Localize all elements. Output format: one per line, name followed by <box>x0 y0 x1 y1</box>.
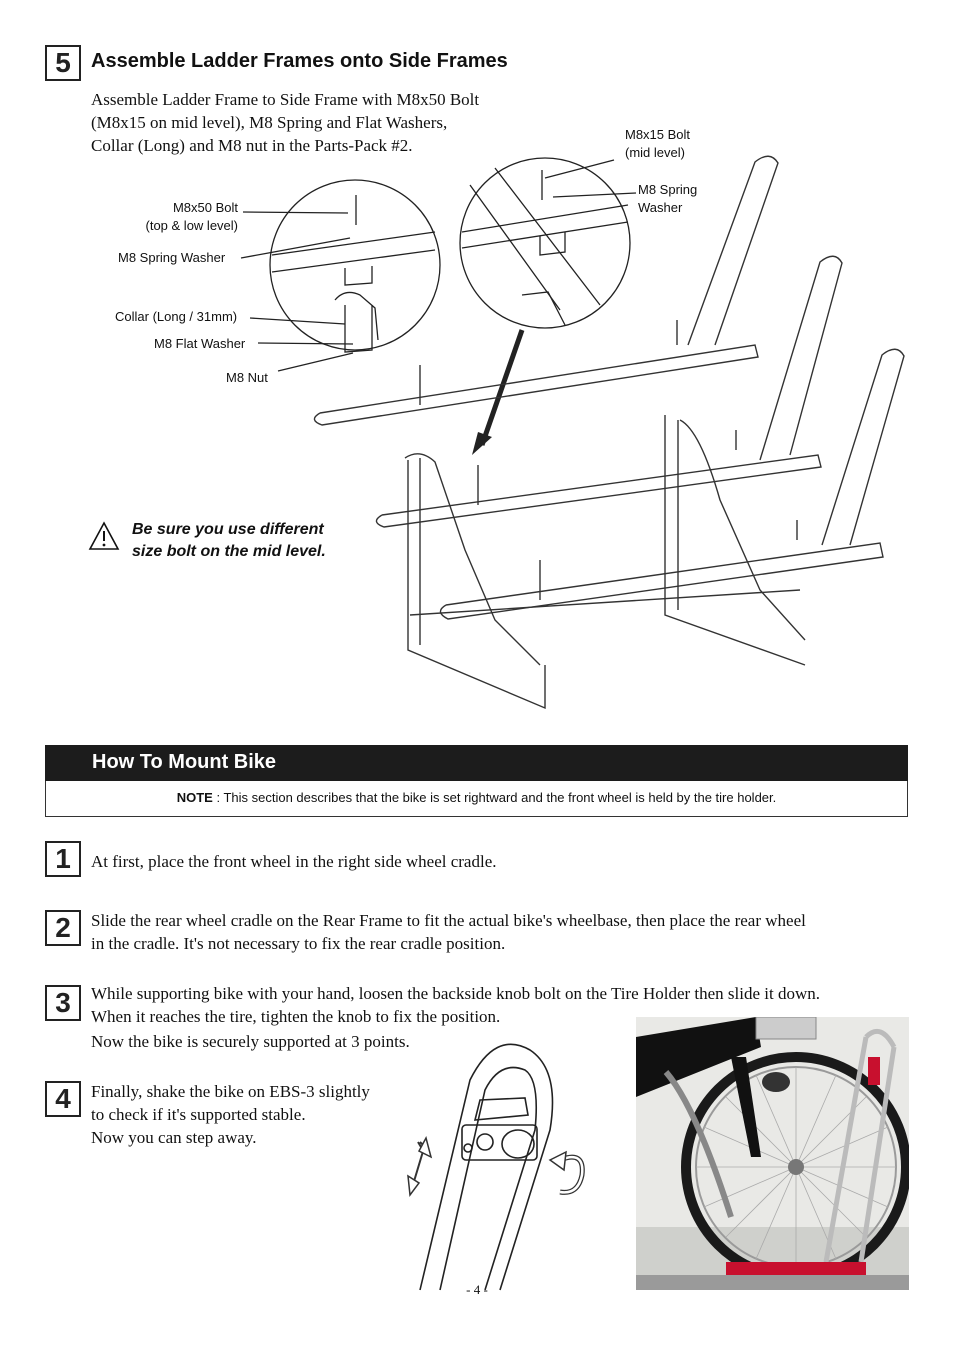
callout-collar: Collar (Long / 31mm) <box>115 309 238 324</box>
mount-step-3-number: 3 <box>45 985 81 1021</box>
mount-step-3-text: While supporting bike with your hand, lo… <box>91 982 820 1053</box>
mount-step-4-number: 4 <box>45 1081 81 1117</box>
step-5-number: 5 <box>45 45 81 81</box>
callout-spring-mid-line1: M8 Spring <box>638 182 698 197</box>
callout-bolt-top-line2: (top & low level) <box>145 218 238 233</box>
mount-step-4-text: Finally, shake the bike on EBS-3 slightl… <box>91 1080 370 1149</box>
callout-flat-washer: M8 Flat Washer <box>154 336 246 351</box>
callout-spring-mid-line2: Washer <box>638 200 683 215</box>
instruction-line: (M8x15 on mid level), M8 Spring and Flat… <box>91 113 448 132</box>
page-number: - 4 - <box>466 1282 488 1297</box>
mounted-bike-photo <box>636 1017 909 1290</box>
warning-icon <box>88 521 120 550</box>
section-header-bar: How To Mount Bike <box>45 745 908 781</box>
step-line: Now the bike is securely supported at 3 … <box>91 1032 410 1051</box>
mount-step-1-number: 1 <box>45 841 81 877</box>
callout-bolt-top: M8x50 Bolt (top & low level) <box>120 199 238 235</box>
warning-line: size bolt on the mid level. <box>132 543 326 560</box>
tire-holder-detail-diagram <box>407 1043 585 1291</box>
note-body: : This section describes that the bike i… <box>212 790 777 805</box>
note-box: NOTE : This section describes that the b… <box>45 781 908 817</box>
callout-bolt-mid-line2: (mid level) <box>625 145 685 160</box>
mount-step-2-number: 2 <box>45 910 81 946</box>
note-text: NOTE : This section describes that the b… <box>46 790 907 805</box>
ladder-frame-assembly-diagram <box>240 155 905 710</box>
step-line: While supporting bike with your hand, lo… <box>91 984 821 1003</box>
callout-nut: M8 Nut <box>226 370 268 385</box>
mount-step-2-text: Slide the rear wheel cradle on the Rear … <box>91 909 806 955</box>
callout-spring-washer: M8 Spring Washer <box>118 250 226 265</box>
step-line: to check if it's supported stable. <box>91 1105 306 1124</box>
mount-step-1-text: At first, place the front wheel in the r… <box>91 850 497 873</box>
step-line: When it reaches the tire, tighten the kn… <box>91 1007 501 1026</box>
step-line: in the cradle. It's not necessary to fix… <box>91 934 506 953</box>
note-label: NOTE <box>176 790 213 805</box>
callout-bolt-mid-line1: M8x15 Bolt <box>625 127 691 142</box>
warning-line: Be sure you use different <box>132 521 324 538</box>
callout-bolt-mid: M8x15 Bolt (mid level) <box>625 126 690 162</box>
instruction-line: Assemble Ladder Frame to Side Frame with… <box>91 90 480 109</box>
step-line: At first, place the front wheel in the r… <box>91 852 497 871</box>
step-line: Slide the rear wheel cradle on the Rear … <box>91 911 806 930</box>
section-title: How To Mount Bike <box>92 751 277 773</box>
step-line: Finally, shake the bike on EBS-3 slightl… <box>91 1082 370 1101</box>
warning-text: Be sure you use different size bolt on t… <box>132 519 326 563</box>
callout-spring-washer-mid: M8 Spring Washer <box>638 181 697 217</box>
step-line: Now you can step away. <box>91 1128 257 1147</box>
instruction-line: Collar (Long) and M8 nut in the Parts-Pa… <box>91 136 413 155</box>
callout-bolt-top-line1: M8x50 Bolt <box>172 200 238 215</box>
step-5-title: Assemble Ladder Frames onto Side Frames <box>91 50 508 72</box>
step-5-instructions: Assemble Ladder Frame to Side Frame with… <box>91 88 479 157</box>
